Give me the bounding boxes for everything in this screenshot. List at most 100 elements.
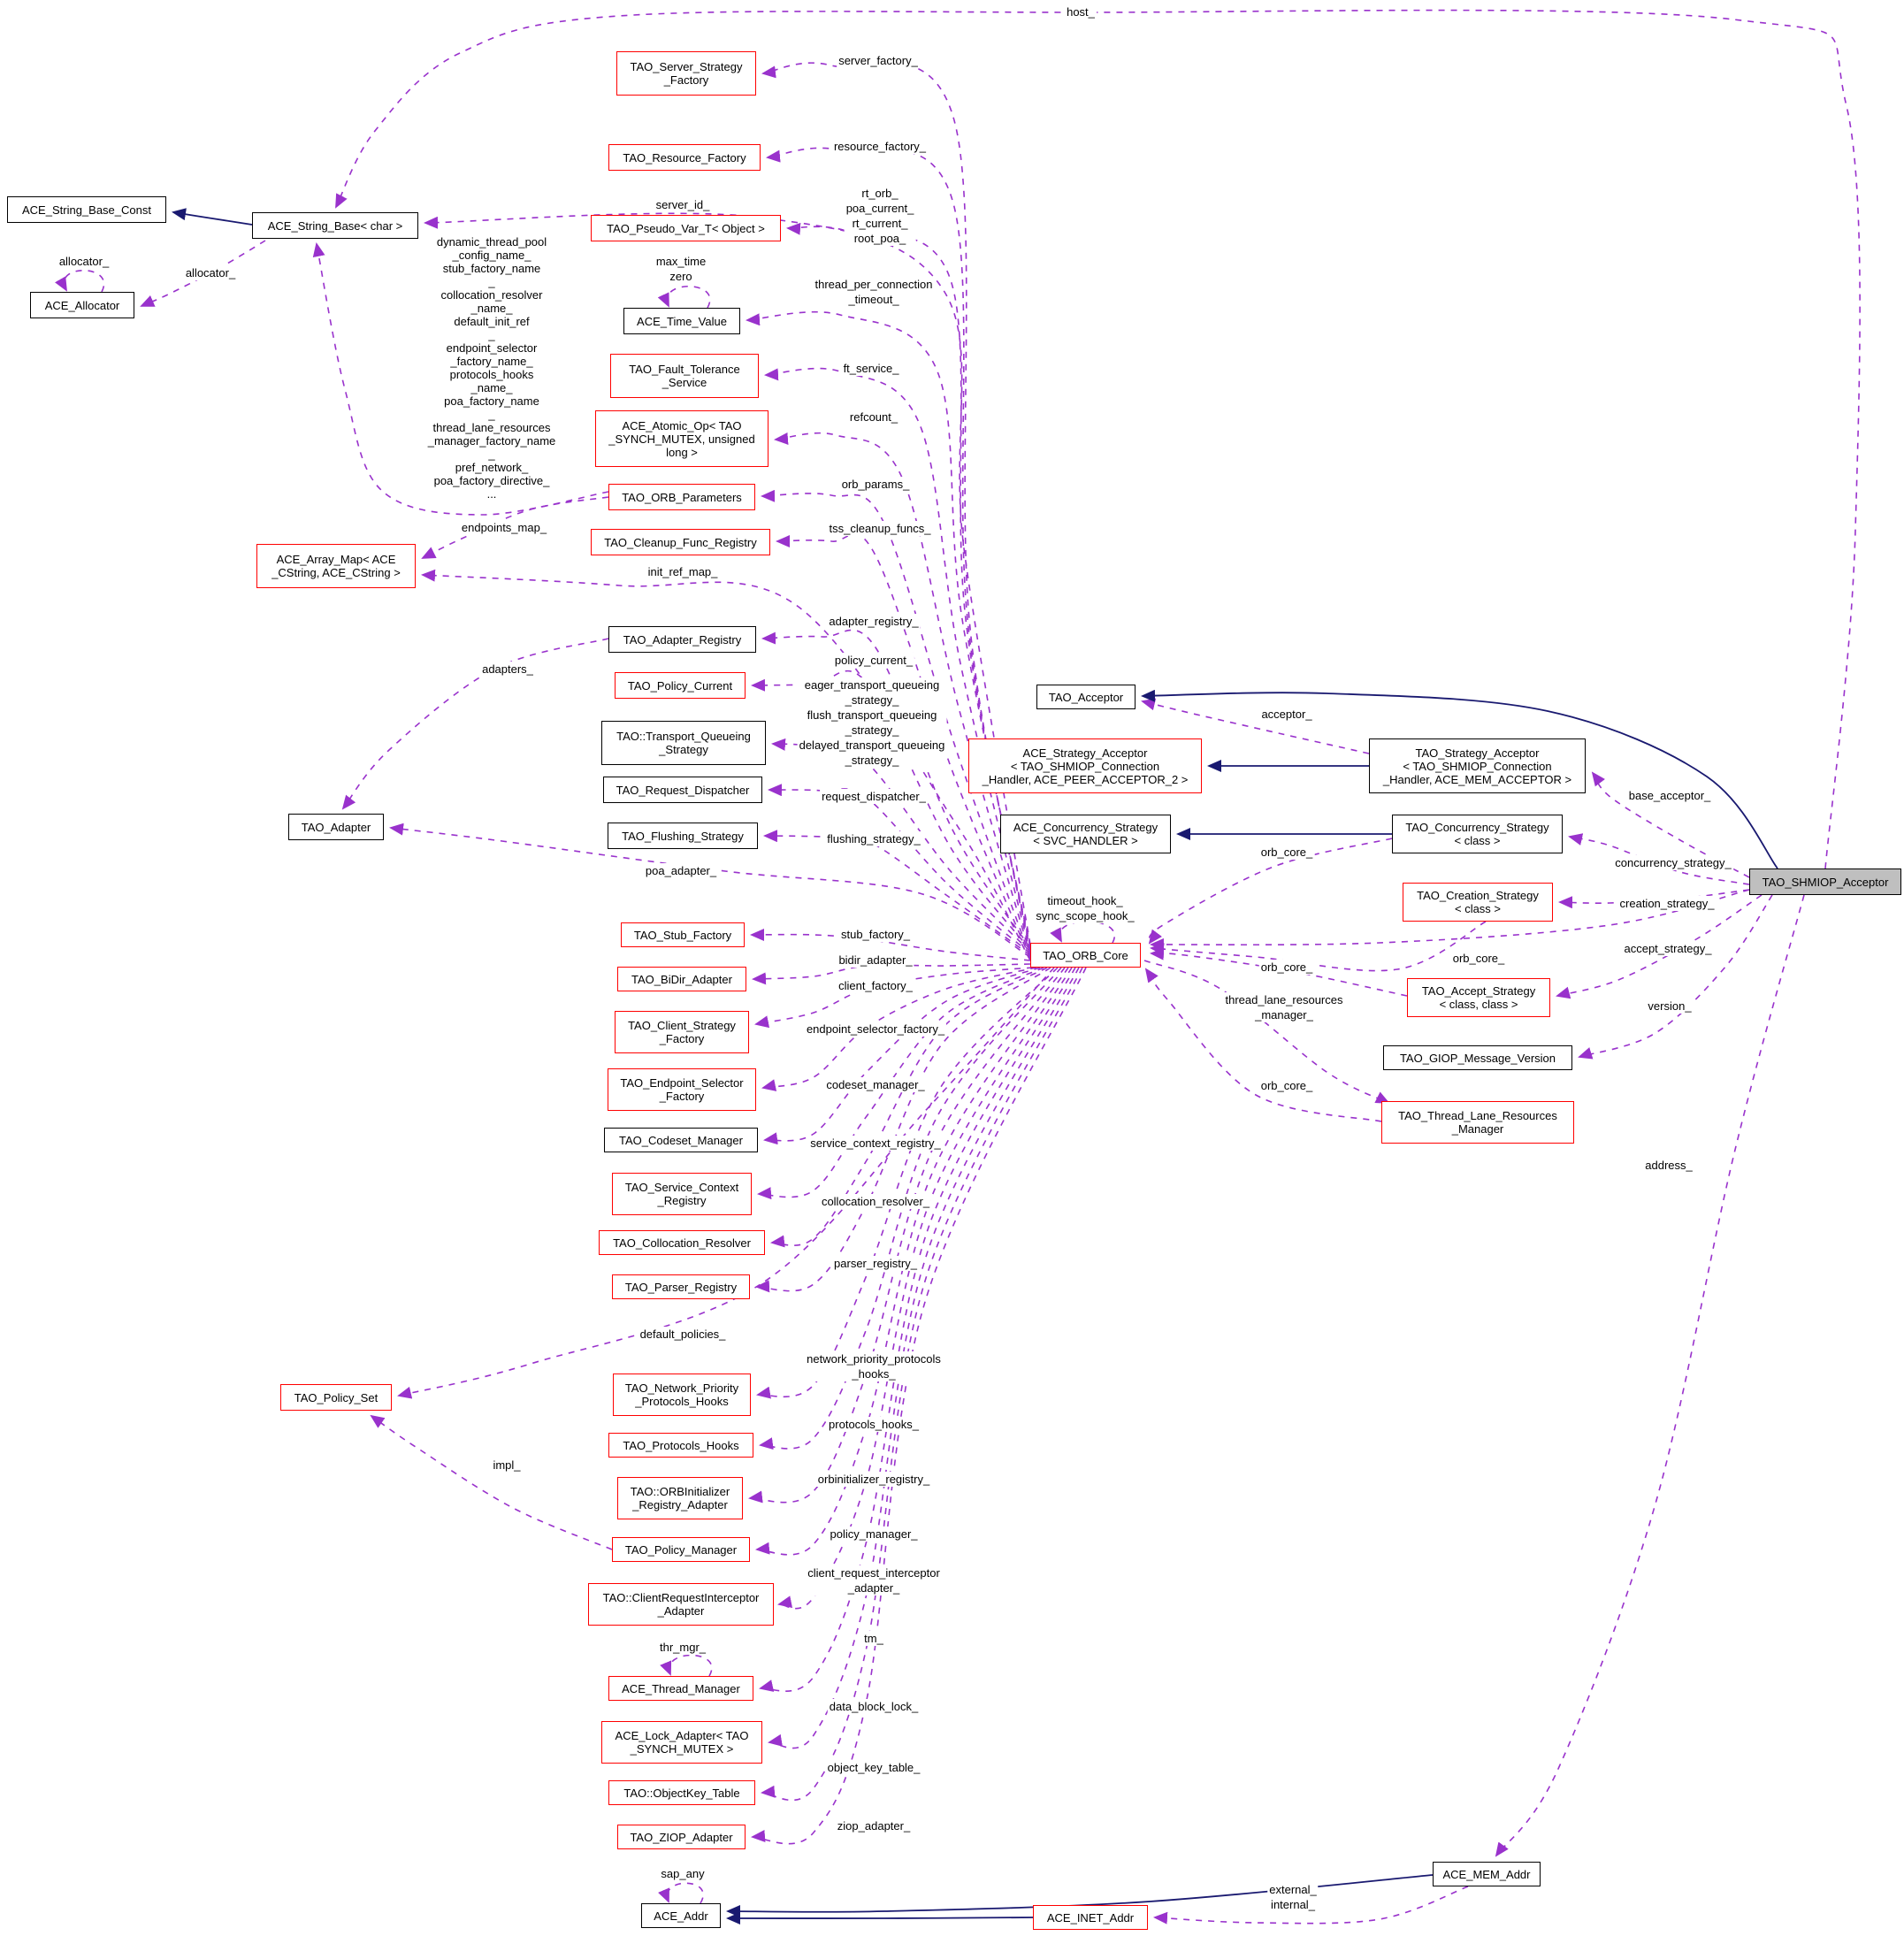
edge-label-orb-core: orb_core_ <box>1258 960 1315 975</box>
node-tao_adapter_registry[interactable]: TAO_Adapter_Registry <box>608 626 756 653</box>
node-tao_cleanup_func_registry[interactable]: TAO_Cleanup_Func_Registry <box>591 529 770 555</box>
edge-label-thread-lane-resources: thread_lane_resources _manager_ <box>1223 992 1345 1022</box>
edge-label-external: external_ internal_ <box>1267 1882 1319 1912</box>
edge-tao_strategy_acceptor-to-tao_acceptor <box>1141 698 1370 754</box>
node-tao_orb_parameters[interactable]: TAO_ORB_Parameters <box>608 484 755 510</box>
node-tao_network_priority_protocols_hooks[interactable]: TAO_Network_Priority _Protocols_Hooks <box>613 1374 751 1416</box>
edge-tao_orb_core-to-tao_objectkey_table <box>761 967 1083 1802</box>
edge-label-endpoints-map: endpoints_map_ <box>459 520 549 535</box>
edge-tao_shmiop_acceptor-to-tao_concurrency_strategy <box>1568 833 1750 885</box>
node-tao_client_strategy_factory[interactable]: TAO_Client_Strategy _Factory <box>615 1011 749 1053</box>
edge-tao_orb_core-to-tao_parser_registry <box>755 967 1051 1293</box>
edge-label-base-acceptor: base_acceptor_ <box>1626 788 1713 803</box>
node-tao_creation_strategy[interactable]: TAO_Creation_Strategy < class > <box>1403 883 1553 922</box>
node-tao_ziop_adapter[interactable]: TAO_ZIOP_Adapter <box>617 1825 746 1849</box>
edge-label-resource-factory: resource_factory_ <box>831 139 929 154</box>
node-tao_request_dispatcher[interactable]: TAO_Request_Dispatcher <box>603 777 762 803</box>
node-ace_concurrency_strategy[interactable]: ACE_Concurrency_Strategy < SVC_HANDLER > <box>1000 815 1171 853</box>
edge-tao_orb_core-to-tao_policy_set <box>397 967 1055 1399</box>
node-tao_adapter[interactable]: TAO_Adapter <box>288 814 384 840</box>
edge-label-adapters: adapters_ <box>480 662 535 677</box>
node-tao_accept_strategy[interactable]: TAO_Accept_Strategy < class, class > <box>1407 978 1550 1017</box>
edge-tao_orb_core-to-tao_cleanup_func_registry <box>776 533 1031 960</box>
edge-label-codeset-manager: codeset_manager_ <box>824 1077 927 1092</box>
edge-label-orb-params: orb_params_ <box>839 477 912 492</box>
node-ace_thread_manager[interactable]: ACE_Thread_Manager <box>608 1676 753 1701</box>
edge-label-data-block-lock: data_block_lock_ <box>827 1699 921 1714</box>
node-tao_orbinitializer_registry_adapter[interactable]: TAO::ORBInitializer _Registry_Adapter <box>617 1477 743 1519</box>
edge-ace_addr-to-ace_addr <box>658 1882 704 1904</box>
node-ace_lock_adapter[interactable]: ACE_Lock_Adapter< TAO _SYNCH_MUTEX > <box>601 1721 762 1764</box>
edge-ace_thread_manager-to-ace_thread_manager <box>660 1654 713 1677</box>
edge-label-tm: tm_ <box>862 1631 885 1646</box>
node-tao_fault_tolerance_service[interactable]: TAO_Fault_Tolerance _Service <box>610 354 759 398</box>
edge-label-poa-adapter: poa_adapter_ <box>643 863 719 878</box>
edge-ace_string_base_char-to-ace_string_base_const <box>172 208 253 226</box>
edge-label-flushing-strategy: flushing_strategy_ <box>825 831 922 846</box>
node-ace_time_value[interactable]: ACE_Time_Value <box>623 308 740 334</box>
edge-label-policy-manager: policy_manager_ <box>828 1527 920 1542</box>
edge-tao_orb_core-to-tao_codeset_manager <box>763 967 1041 1145</box>
node-ace_allocator[interactable]: ACE_Allocator <box>30 292 134 318</box>
node-tao_acceptor[interactable]: TAO_Acceptor <box>1036 685 1136 709</box>
node-tao_stub_factory[interactable]: TAO_Stub_Factory <box>621 922 745 947</box>
node-tao_objectkey_table[interactable]: TAO::ObjectKey_Table <box>608 1780 755 1805</box>
node-tao_policy_manager[interactable]: TAO_Policy_Manager <box>612 1537 750 1562</box>
edge-label-stub-factory: stub_factory_ <box>838 927 913 942</box>
node-ace_mem_addr[interactable]: ACE_MEM_Addr <box>1433 1862 1541 1886</box>
node-tao_collocation_resolver[interactable]: TAO_Collocation_Resolver <box>599 1230 765 1255</box>
node-ace_atomic_op[interactable]: ACE_Atomic_Op< TAO _SYNCH_MUTEX, unsigne… <box>595 410 768 467</box>
node-tao_resource_factory[interactable]: TAO_Resource_Factory <box>608 144 761 171</box>
edge-label-refcount: refcount_ <box>847 409 900 425</box>
node-tao_concurrency_strategy[interactable]: TAO_Concurrency_Strategy < class > <box>1392 815 1563 853</box>
node-ace_strategy_acceptor[interactable]: ACE_Strategy_Acceptor < TAO_SHMIOP_Conne… <box>968 738 1202 793</box>
node-tao_protocols_hooks[interactable]: TAO_Protocols_Hooks <box>608 1433 753 1458</box>
node-tao_policy_current[interactable]: TAO_Policy_Current <box>615 672 746 699</box>
node-tao_codeset_manager[interactable]: TAO_Codeset_Manager <box>604 1128 758 1152</box>
edge-tao_concurrency_strategy-to-tao_orb_core <box>1148 838 1393 945</box>
edge-tao_orb_core-to-ace_array_map <box>421 569 1031 961</box>
edge-label-accept-strategy: accept_strategy_ <box>1622 941 1714 956</box>
node-tao_pseudo_var_t[interactable]: TAO_Pseudo_Var_T< Object > <box>591 215 781 241</box>
edge-label-dynamic-thread-pool: dynamic_thread_pool _config_name_ stub_f… <box>425 235 558 501</box>
node-tao_endpoint_selector_factory[interactable]: TAO_Endpoint_Selector _Factory <box>608 1068 756 1111</box>
edge-label-client-request-interceptor: client_request_interceptor _adapter_ <box>806 1565 942 1595</box>
node-tao_strategy_acceptor[interactable]: TAO_Strategy_Acceptor < TAO_SHMIOP_Conne… <box>1369 738 1586 793</box>
node-tao_service_context_registry[interactable]: TAO_Service_Context _Registry <box>612 1173 752 1215</box>
edge-label-server-factory: server_factory_ <box>837 53 920 68</box>
node-tao_bidir_adapter[interactable]: TAO_BiDir_Adapter <box>617 967 746 991</box>
node-tao_transport_queueing_strategy[interactable]: TAO::Transport_Queueing _Strategy <box>601 721 766 765</box>
node-tao_flushing_strategy[interactable]: TAO_Flushing_Strategy <box>608 823 758 849</box>
node-ace_string_base_const[interactable]: ACE_String_Base_Const <box>7 196 166 223</box>
node-ace_inet_addr[interactable]: ACE_INET_Addr <box>1033 1905 1148 1930</box>
edge-tao_orb_core-to-tao_orb_parameters <box>761 489 1031 958</box>
edge-ace_mem_addr-to-ace_inet_addr <box>1153 1886 1469 1925</box>
edge-ace_time_value-to-ace_time_value <box>657 286 711 309</box>
edge-tao_shmiop_acceptor-to-tao_giop_message_version <box>1578 894 1773 1060</box>
node-tao_parser_registry[interactable]: TAO_Parser_Registry <box>612 1274 750 1299</box>
edge-tao_orb_core-to-ace_time_value <box>746 310 1031 953</box>
node-tao_orb_core[interactable]: TAO_ORB_Core <box>1030 943 1141 968</box>
node-ace_string_base_char[interactable]: ACE_String_Base< char > <box>252 212 418 239</box>
edge-label-collocation-resolver: collocation_resolver_ <box>819 1194 932 1209</box>
edge-tao_orb_parameters-to-ace_array_map <box>421 496 609 559</box>
edge-label-adapter-registry: adapter_registry_ <box>827 614 921 629</box>
edge-label-server-id: server_id_ <box>654 197 712 212</box>
node-ace_array_map[interactable]: ACE_Array_Map< ACE _CString, ACE_CString… <box>256 544 416 588</box>
edge-tao_thread_lane_resources_manager-to-tao_orb_core <box>1144 968 1382 1122</box>
node-ace_addr[interactable]: ACE_Addr <box>641 1903 721 1928</box>
edge-tao_orb_core-to-tao_orbinitializer_registry_adapter <box>748 967 1066 1504</box>
edge-tao_adapter_registry-to-tao_adapter <box>341 638 609 810</box>
node-tao_server_strategy_factory[interactable]: TAO_Server_Strategy _Factory <box>616 51 756 96</box>
edge-label-request-dispatcher: request_dispatcher_ <box>820 789 928 804</box>
node-tao_thread_lane_resources_manager[interactable]: TAO_Thread_Lane_Resources _Manager <box>1381 1101 1574 1144</box>
edge-tao_shmiop_acceptor-to-ace_mem_addr <box>1495 894 1805 1857</box>
edge-label-timeout-hook: timeout_hook_ sync_scope_hook_ <box>1034 893 1136 923</box>
edge-label-sap-any: sap_any <box>659 1866 707 1881</box>
node-tao_giop_message_version[interactable]: TAO_GIOP_Message_Version <box>1383 1045 1572 1070</box>
node-tao_policy_set[interactable]: TAO_Policy_Set <box>280 1384 392 1411</box>
node-tao_clientrequestinterceptor_adapter[interactable]: TAO::ClientRequestInterceptor _Adapter <box>588 1583 774 1626</box>
edge-tao_creation_strategy-to-tao_orb_core <box>1150 921 1487 972</box>
edge-label-policy-current: policy_current_ <box>832 653 915 668</box>
